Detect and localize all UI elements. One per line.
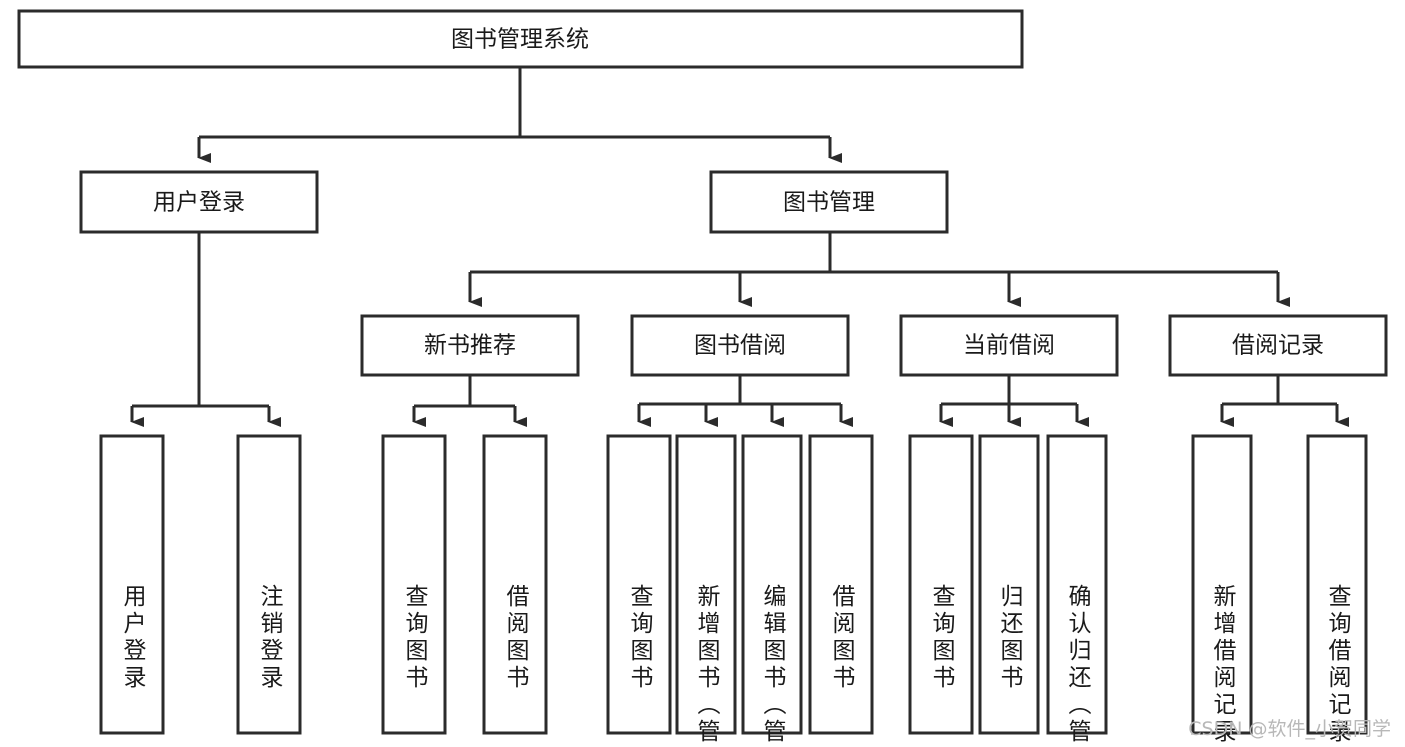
node-user-login-label: 用户登录: [153, 190, 245, 216]
node-leaf-query-book-1[interactable]: 查询图书: [381, 434, 447, 735]
node-leaf-add-book-label: 新增图书（管理员）: [693, 584, 721, 747]
node-borrow-record-label: 借阅记录: [1232, 333, 1324, 359]
node-borrow-record[interactable]: 借阅记录: [1168, 314, 1388, 377]
node-leaf-query-book-2-box[interactable]: [606, 434, 672, 735]
node-leaf-user-login-box[interactable]: [99, 434, 165, 735]
connector-group-new-book-rec: [412, 375, 527, 427]
node-leaf-query-book-1-box[interactable]: [381, 434, 447, 735]
connector-group-book-borrow: [637, 375, 853, 427]
node-book-manage-label: 图书管理: [783, 190, 875, 216]
node-current-borrow-label: 当前借阅: [963, 333, 1055, 359]
node-leaf-borrow-book-2[interactable]: 借阅图书: [808, 434, 874, 735]
node-leaf-query-book-3[interactable]: 查询图书: [908, 434, 974, 735]
node-leaf-query-book-3-box[interactable]: [908, 434, 974, 735]
node-leaf-borrow-book-2-label: 借阅图书: [828, 584, 856, 692]
connector-group-borrow-record: [1220, 375, 1349, 427]
connector-group-book-manage: [468, 232, 1290, 307]
node-user-login-box[interactable]: [79, 170, 319, 234]
node-new-book-rec[interactable]: 新书推荐: [360, 314, 580, 377]
node-root-box[interactable]: [17, 9, 1024, 69]
node-leaf-confirm-return[interactable]: 确认归还（管理员）: [1046, 434, 1108, 747]
node-book-borrow[interactable]: 图书借阅: [630, 314, 850, 377]
node-leaf-query-record-box[interactable]: [1306, 434, 1368, 735]
node-current-borrow-box[interactable]: [899, 314, 1119, 377]
node-leaf-user-login-label: 用户登录: [119, 584, 147, 692]
node-book-borrow-box[interactable]: [630, 314, 850, 377]
node-leaf-add-record-box[interactable]: [1191, 434, 1253, 735]
node-leaf-return-book-box[interactable]: [978, 434, 1040, 735]
node-leaf-logout-box[interactable]: [236, 434, 302, 735]
node-leaf-query-book-2[interactable]: 查询图书: [606, 434, 672, 735]
node-leaf-query-book-3-label: 查询图书: [928, 584, 956, 692]
node-leaf-add-book[interactable]: 新增图书（管理员）: [675, 434, 737, 747]
node-leaf-query-record[interactable]: 查询借阅记录: [1306, 434, 1368, 746]
node-current-borrow[interactable]: 当前借阅: [899, 314, 1119, 377]
node-leaf-confirm-return-box[interactable]: [1046, 434, 1108, 735]
node-leaf-query-book-2-label: 查询图书: [626, 584, 654, 692]
node-leaf-user-login[interactable]: 用户登录: [99, 434, 165, 735]
node-book-manage[interactable]: 图书管理: [709, 170, 949, 234]
node-leaf-return-book-label: 归还图书: [996, 584, 1024, 692]
node-book-borrow-label: 图书借阅: [694, 333, 786, 359]
node-user-login[interactable]: 用户登录: [79, 170, 319, 234]
node-borrow-record-box[interactable]: [1168, 314, 1388, 377]
node-leaf-add-book-box[interactable]: [675, 434, 737, 735]
node-root[interactable]: 图书管理系统: [17, 9, 1024, 69]
node-leaf-logout-label: 注销登录: [256, 584, 284, 692]
node-leaf-add-record[interactable]: 新增借阅记录: [1191, 434, 1253, 746]
node-leaf-add-record-label: 新增借阅记录: [1209, 584, 1237, 746]
node-leaf-edit-book-label: 编辑图书（管理员）: [759, 584, 787, 747]
node-root-label: 图书管理系统: [451, 27, 589, 53]
node-leaf-query-book-1-label: 查询图书: [401, 584, 429, 692]
node-new-book-rec-box[interactable]: [360, 314, 580, 377]
node-leaf-borrow-book-1-box[interactable]: [482, 434, 548, 735]
connector-group-root: [197, 67, 842, 163]
node-leaf-confirm-return-label: 确认归还（管理员）: [1064, 584, 1092, 747]
node-leaf-query-record-label: 查询借阅记录: [1324, 584, 1352, 746]
connector-group-user-login: [130, 232, 281, 427]
node-new-book-rec-label: 新书推荐: [424, 333, 516, 359]
node-leaf-borrow-book-2-box[interactable]: [808, 434, 874, 735]
node-book-manage-box[interactable]: [709, 170, 949, 234]
connector-group-current-borrow: [939, 375, 1089, 427]
node-leaf-borrow-book-1[interactable]: 借阅图书: [482, 434, 548, 735]
node-leaf-logout[interactable]: 注销登录: [236, 434, 302, 735]
node-leaf-borrow-book-1-label: 借阅图书: [502, 584, 530, 692]
node-leaf-edit-book-box[interactable]: [741, 434, 803, 735]
node-leaf-return-book[interactable]: 归还图书: [978, 434, 1040, 735]
node-leaf-edit-book[interactable]: 编辑图书（管理员）: [741, 434, 803, 747]
